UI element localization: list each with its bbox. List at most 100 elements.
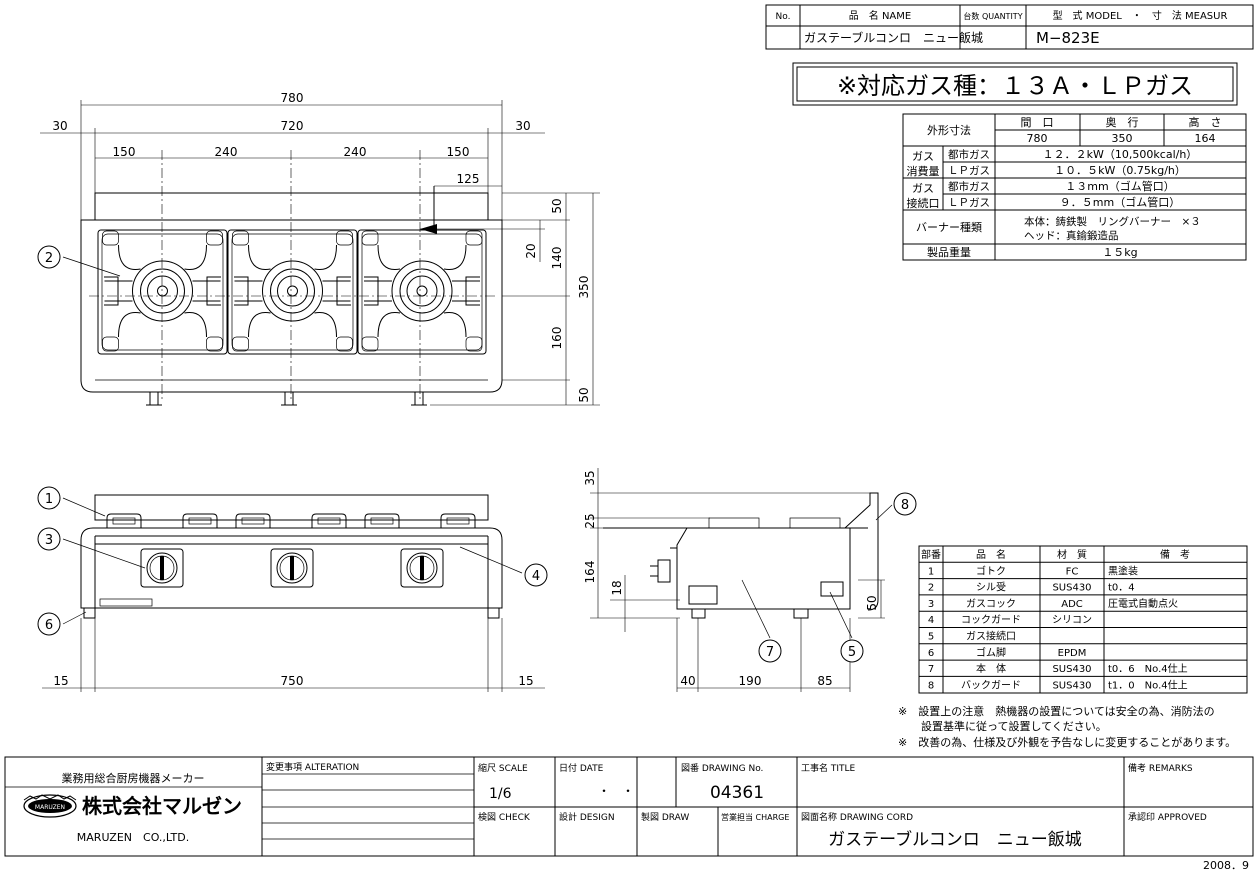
- parts-cell-material: ADC: [1061, 599, 1083, 610]
- dim-15-right: 15: [518, 674, 533, 688]
- spec-height-label: 高 さ: [1189, 115, 1222, 129]
- dim-v-50-bot: 50: [577, 387, 591, 402]
- header-model-label: 型 式 MODEL ・ 寸 法 MEASUR: [1053, 9, 1228, 22]
- parts-header-no: 部番: [921, 548, 941, 561]
- parts-header-remarks: 備 考: [1160, 548, 1190, 561]
- check-label: 検図 CHECK: [478, 811, 531, 823]
- balloon-2: 2: [37, 245, 61, 269]
- balloon-number: 1: [45, 492, 53, 507]
- balloon-number: 4: [532, 569, 540, 584]
- parts-cell-remarks: 黒塗装: [1108, 564, 1138, 577]
- scale-label: 縮尺 SCALE: [478, 762, 528, 774]
- top-view-dimensions: 780 720 30 30 150 240 240 150 125 50 20 …: [40, 91, 600, 406]
- parts-cell-material: SUS430: [1052, 583, 1091, 594]
- burner-ring-icon: [132, 260, 193, 322]
- dim-150-left: 150: [113, 145, 136, 159]
- alteration-label: 変更事項 ALTERATION: [266, 761, 359, 773]
- dim-780: 780: [281, 91, 304, 105]
- balloon-number: 6: [45, 618, 53, 633]
- maker-caption: 業務用総合厨房機器メーカー: [62, 771, 205, 785]
- note-line-3: ※ 改善の為、仕様及び外観を予告なしに変更することがあります。: [898, 735, 1236, 749]
- gas-knob-icon: [270, 548, 314, 588]
- design-label: 設計 DESIGN: [559, 811, 615, 823]
- parts-cell-material: SUS430: [1052, 680, 1091, 691]
- drawing-no-label: 図番 DRAWING No.: [681, 762, 763, 774]
- parts-cell-name: ガスコック: [966, 598, 1016, 610]
- parts-cell-name: 本 体: [976, 662, 1006, 675]
- company-name-en: MARUZEN CO.,LTD.: [77, 831, 189, 844]
- spec-table: 外形寸法 間 口 奥 行 高 さ 780 350 164 ガス 消費量 ガス 接…: [902, 113, 1247, 261]
- spec-burner-line1: 本体：鋳鉄製 リングバーナー ×３: [1024, 215, 1201, 228]
- trivet-front: [440, 513, 476, 528]
- gas-type-banner: ※対応ガス種：１３Ａ・ＬＰガス: [792, 62, 1238, 106]
- dim-125: 125: [457, 172, 480, 186]
- spec-connection-label-2: 接続口: [907, 196, 940, 210]
- maruzen-logo-icon: MARUZEN: [23, 794, 77, 818]
- parts-cell-material: EPDM: [1058, 648, 1087, 659]
- draw-label: 製図 DRAW: [641, 811, 689, 823]
- spec-consumption-label-2: 消費量: [907, 164, 940, 178]
- spec-outer-dim-label: 外形寸法: [927, 123, 971, 137]
- parts-cell-name: ゴトク: [976, 564, 1006, 577]
- spec-depth-label: 奥 行: [1106, 115, 1139, 129]
- note-line-2: 設置基準に従って設置してください。: [921, 719, 1107, 733]
- parts-cell-remarks: t0．4: [1108, 583, 1135, 594]
- trivet-front: [235, 513, 271, 528]
- dim-side-25: 25: [583, 513, 597, 528]
- spec-connection-lp: ９．５mm（ゴム管口）: [1060, 195, 1180, 209]
- parts-header-material: 材 質: [1057, 548, 1087, 561]
- header-table: No. 品 名 NAME 台数 QUANTITY 型 式 MODEL ・ 寸 法…: [765, 4, 1254, 50]
- logo-text: MARUZEN: [35, 804, 65, 811]
- balloon-number: 3: [45, 533, 53, 548]
- spec-connection-label-1: ガス: [912, 182, 934, 195]
- gas-knob-icon: [140, 548, 184, 588]
- gas-knob-icon: [400, 548, 444, 588]
- spec-burner-label: バーナー種類: [916, 220, 982, 234]
- date-label: 日付 DATE: [559, 763, 604, 774]
- trivet-front: [106, 513, 142, 528]
- notes: ※ 設置上の注意 熱機器の設置については安全の為、消防法の 設置基準に従って設置…: [898, 704, 1236, 749]
- parts-cell-remarks: 圧電式自動点火: [1108, 597, 1178, 610]
- dim-side-18: 18: [610, 580, 624, 595]
- front-view: 15 750 15: [42, 494, 545, 692]
- parts-cell-no: 1: [928, 566, 934, 577]
- parts-cell-no: 6: [928, 648, 934, 659]
- parts-cell-name: ガス接続口: [966, 630, 1016, 643]
- dim-240-left: 240: [215, 145, 238, 159]
- dim-side-164: 164: [583, 561, 597, 584]
- parts-cell-name: シル受: [976, 582, 1006, 594]
- parts-cell-material: シリコン: [1052, 615, 1092, 626]
- parts-cell-no: 5: [928, 632, 934, 643]
- spec-consumption-city: １２．２kW（10,500kcal/h）: [1043, 148, 1198, 161]
- balloon-3: 3: [37, 527, 61, 551]
- cord-value: ガステーブルコンロ ニュー飯城: [828, 829, 1082, 850]
- dim-30-left: 30: [52, 119, 67, 133]
- spec-city-gas-label: 都市ガス: [948, 148, 990, 161]
- spec-weight-value: １５kg: [1102, 246, 1137, 259]
- dim-side-85: 85: [817, 674, 832, 688]
- header-model-value: M−823E: [1036, 29, 1100, 47]
- approved-label: 承認印 APPROVED: [1128, 811, 1207, 823]
- scale-value: 1/6: [489, 786, 512, 802]
- spec-consumption-lp: １０．５kW（0.75kg/h）: [1054, 164, 1186, 177]
- dim-750: 750: [281, 674, 304, 688]
- balloon-number: 2: [45, 251, 53, 266]
- parts-cell-name: ゴム脚: [976, 646, 1006, 659]
- spec-connection-city: １３mm（ゴム管口）: [1065, 179, 1174, 193]
- spec-depth-value: 350: [1112, 132, 1133, 145]
- remarks-label: 備考 REMARKS: [1128, 762, 1193, 774]
- balloon-7: 7: [758, 639, 782, 663]
- side-view: 35 25 164 18 50 40 190 85: [583, 468, 885, 692]
- spec-weight-label: 製品重量: [927, 245, 971, 259]
- spec-lp-gas-label: ＬＰガス: [948, 165, 990, 177]
- balloon-6: 6: [37, 612, 61, 636]
- parts-cell-no: 2: [928, 583, 934, 594]
- parts-cell-material: SUS430: [1052, 664, 1091, 675]
- dim-150-right: 150: [447, 145, 470, 159]
- trivet-section: [227, 229, 358, 355]
- dim-v-160: 160: [550, 327, 564, 350]
- parts-cell-no: 8: [928, 680, 934, 691]
